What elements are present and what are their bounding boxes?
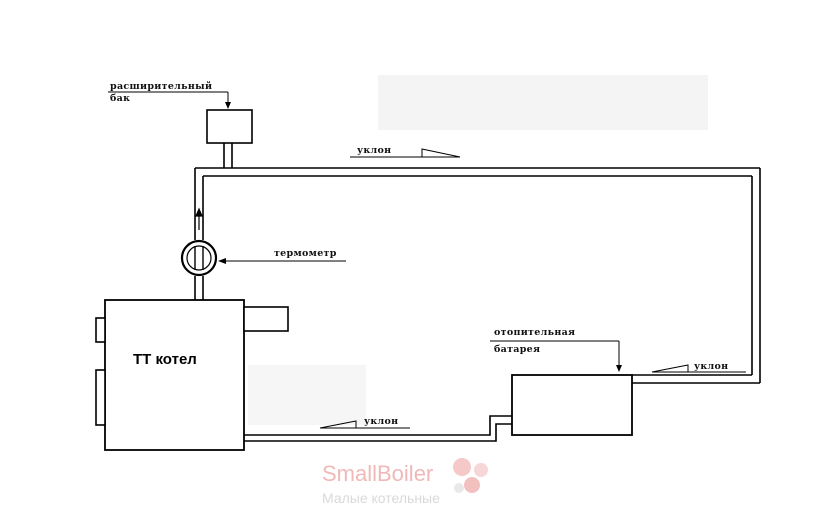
slope-bottom-label: уклон [319,416,410,429]
pale-block [378,75,708,130]
svg-text:уклон: уклон [364,416,398,427]
svg-text:Малые котельные: Малые котельные [322,490,440,506]
svg-text:термометр: термометр [274,248,337,259]
return-pipe [244,415,512,442]
top-pipe [195,167,760,177]
svg-text:расширительный: расширительный [110,81,212,92]
svg-text:бак: бак [110,93,130,104]
svg-text:ТТ котел: ТТ котел [133,351,197,368]
svg-text:уклон: уклон [357,145,391,156]
svg-text:батарея: батарея [494,344,540,355]
right-pipe [751,168,761,383]
svg-text:отопительная: отопительная [494,327,575,338]
svg-text:уклон: уклон [694,361,728,372]
thermometer [180,239,218,277]
pale-block [248,365,366,425]
supply-riser [194,168,204,300]
watermark: SmallBoiler Малые котельные [322,458,488,506]
expansion-tank [206,109,253,168]
radiator-label: отопительная батарея [490,327,622,372]
radiator [511,374,633,436]
tt-boiler: ТТ котел [95,299,289,451]
radiator-inlet-pipe [632,374,760,384]
slope-top-label: уклон [350,145,461,158]
expansion-tank-label: расширительный бак [108,81,231,109]
flow-up-arrow [195,207,203,230]
thermometer-label: термометр [218,248,346,264]
watermark-logo-icon [453,458,488,493]
slope-right-label: уклон [651,361,746,373]
svg-text:SmallBoiler: SmallBoiler [322,461,433,486]
